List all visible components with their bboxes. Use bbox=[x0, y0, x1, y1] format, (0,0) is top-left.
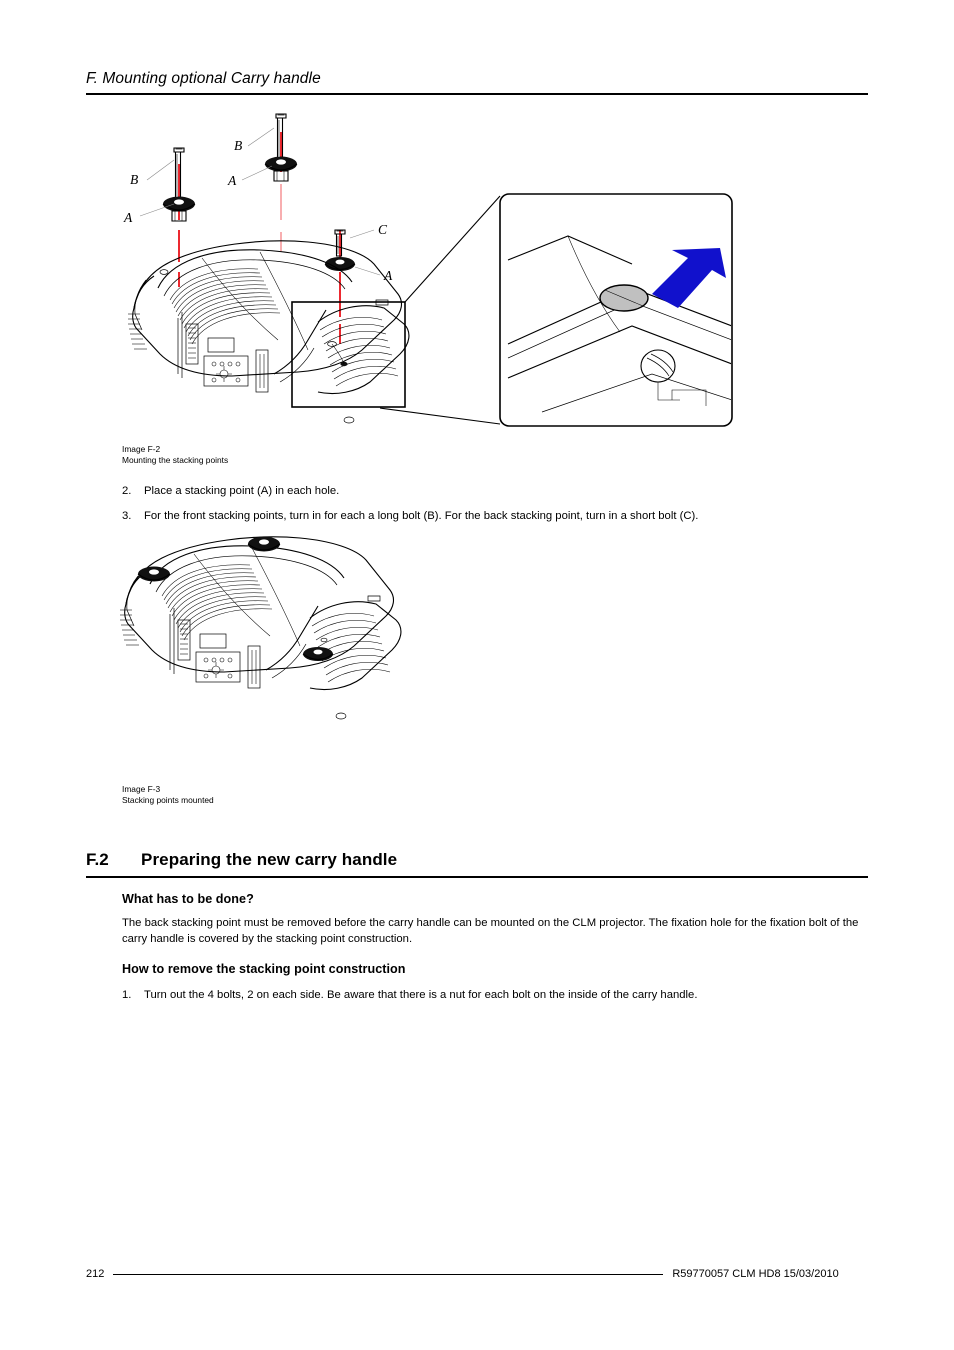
figure-label-f-3: Image F-3 bbox=[122, 784, 161, 794]
step-3: 3. For the front stacking points, turn i… bbox=[122, 509, 862, 524]
step-1-text: Turn out the 4 bolts, 2 on each side. Be… bbox=[144, 989, 698, 1001]
left-vent-slots bbox=[128, 313, 147, 350]
step-2-text: Place a stacking point (A) in each hole. bbox=[144, 485, 340, 497]
detail-zoom-connectors bbox=[379, 195, 501, 425]
callout-label-a-left: A bbox=[123, 210, 133, 225]
figure-image-f-3: Image F-3 Stacking points mounted bbox=[112, 532, 432, 806]
section-number: F.2 bbox=[86, 850, 109, 869]
stacking-point-left bbox=[162, 196, 196, 222]
connector-strip bbox=[188, 327, 196, 359]
stacking-point-back bbox=[324, 257, 356, 271]
hood-vent-lines bbox=[169, 268, 281, 345]
illustration-mounting-stacking-points: B A B A C A bbox=[123, 113, 733, 427]
figure-label-f-2: Image F-2 bbox=[122, 444, 161, 454]
front-grille-slats-2 bbox=[311, 612, 391, 683]
step-3-number: 3. bbox=[122, 510, 132, 522]
blue-arrow-icon bbox=[652, 248, 726, 308]
stacking-point-right bbox=[264, 156, 298, 182]
callout-label-c-back: C bbox=[378, 222, 388, 237]
bolt-short-back bbox=[334, 229, 346, 257]
hood-vent-lines-2 bbox=[161, 564, 273, 641]
figure-caption-f-3: Image F-3 Stacking points mounted bbox=[122, 784, 432, 806]
step-1-number: 1. bbox=[122, 989, 132, 1001]
section-heading-f2: F.2 Preparing the new carry handle bbox=[86, 850, 868, 878]
figure-caption-f-2: Image F-2 Mounting the stacking points bbox=[122, 444, 752, 466]
running-header: F. Mounting optional Carry handle bbox=[86, 70, 868, 95]
projector-body-exploded bbox=[128, 240, 410, 424]
mounted-stacking-point-right bbox=[247, 536, 281, 552]
footer-rule bbox=[113, 1273, 664, 1275]
header-rule bbox=[86, 93, 868, 95]
header-title: F. Mounting optional Carry handle bbox=[86, 70, 321, 87]
figure-image-f-2: B A B A C A bbox=[112, 112, 752, 466]
page-footer: 212 R59770057 CLM HD8 15/03/2010 bbox=[86, 1268, 868, 1280]
left-vent-slots-2 bbox=[120, 609, 139, 646]
section-title: Preparing the new carry handle bbox=[141, 850, 398, 869]
step-2: 2. Place a stacking point (A) in each ho… bbox=[122, 484, 862, 499]
figure-title-f-3: Stacking points mounted bbox=[122, 795, 214, 805]
detail-view-box bbox=[499, 193, 733, 427]
footer-reference: R59770057 CLM HD8 15/03/2010 bbox=[672, 1268, 839, 1280]
callout-label-a-back: A bbox=[383, 268, 393, 283]
projector-body-mounted bbox=[120, 536, 402, 720]
callout-leader-lines bbox=[139, 127, 381, 276]
paragraph-what-has-to-be-done: The back stacking point must be removed … bbox=[122, 917, 859, 945]
illustration-stacking-points-mounted bbox=[120, 536, 402, 720]
section-rule bbox=[86, 876, 868, 878]
step-2-number: 2. bbox=[122, 485, 132, 497]
step-1-remove: 1. Turn out the 4 bolts, 2 on each side.… bbox=[122, 988, 862, 1003]
front-grille-slats bbox=[319, 316, 399, 387]
subheading-what-has-to-be-done: What has to be done? bbox=[122, 892, 254, 906]
keypad-buttons bbox=[211, 361, 241, 383]
step-3-text: For the front stacking points, turn in f… bbox=[144, 510, 699, 522]
mounted-stacking-point-left bbox=[137, 566, 171, 582]
subheading-how-to-remove: How to remove the stacking point constru… bbox=[122, 962, 406, 976]
assembly-axis-lines bbox=[178, 132, 341, 344]
callout-label-b-left: B bbox=[130, 172, 138, 187]
mounted-stacking-point-back bbox=[302, 647, 334, 661]
callout-label-b-right: B bbox=[234, 138, 242, 153]
footer-page-number: 212 bbox=[86, 1268, 105, 1280]
detail-marker-rect bbox=[291, 301, 406, 408]
callout-label-a-right: A bbox=[227, 173, 237, 188]
figure-title-f-2: Mounting the stacking points bbox=[122, 455, 229, 465]
